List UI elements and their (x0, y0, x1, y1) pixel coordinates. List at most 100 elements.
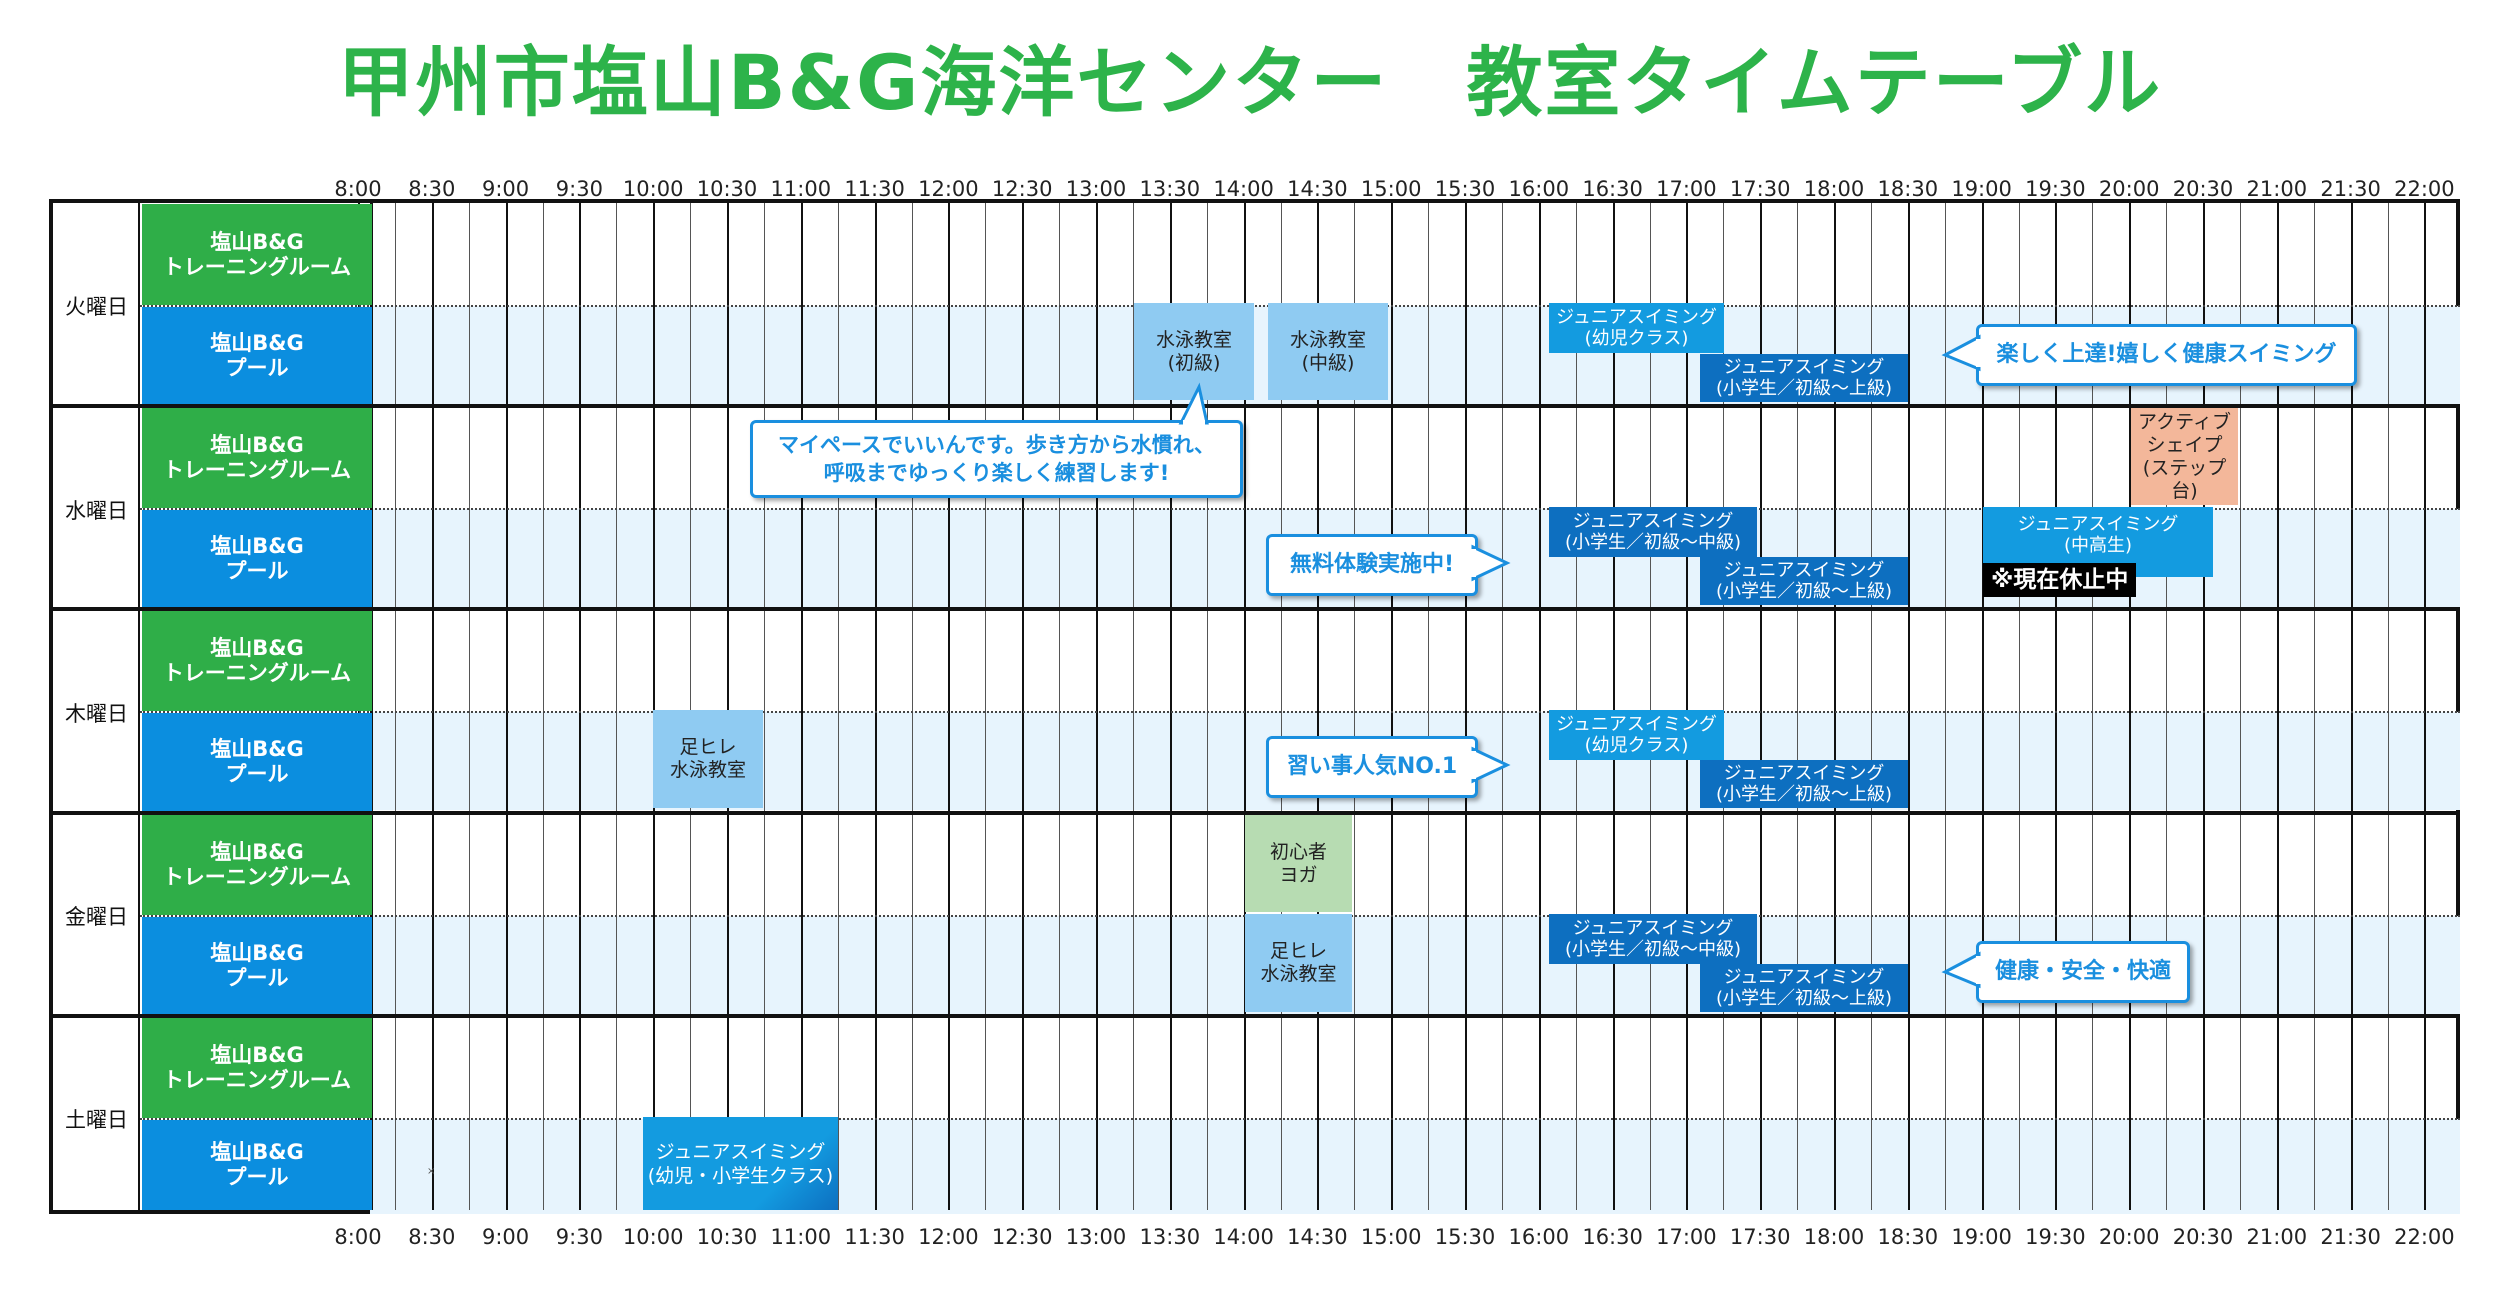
time-label: 12:30 (991, 1225, 1053, 1249)
time-label: 22:00 (2394, 1225, 2455, 1249)
day-separator (53, 1014, 2460, 1018)
class-block[interactable]: ジュニアスイミング(小学生／初級〜上級) (1700, 964, 1908, 1012)
time-label: 16:30 (1582, 177, 1643, 201)
grid-line-hour (874, 203, 877, 1210)
time-label: 16:30 (1582, 1225, 1643, 1249)
grid-line-hour (1096, 203, 1098, 1210)
grid-line-half (1649, 203, 1651, 1210)
callout-pointer (1941, 334, 1982, 372)
grid-line-hour (1022, 203, 1025, 1210)
class-block[interactable]: ジュニアスイミング(小学生／初級〜中級) (1549, 914, 1757, 964)
suspended-notice: ※現在休止中 (1983, 563, 2137, 597)
grid-line-hour (2055, 203, 2058, 1210)
day-label-tue: 火曜日 (65, 295, 128, 319)
time-label: 15:00 (1360, 1225, 1422, 1249)
grid-line-half (763, 203, 765, 1210)
row-divider (140, 508, 2460, 510)
time-label: 15:30 (1434, 177, 1496, 201)
callout-wed: 無料体験実施中! (1266, 534, 1511, 596)
grid-line-half (1280, 203, 1282, 1210)
class-block[interactable]: 足ヒレ水泳教室 (653, 710, 763, 808)
grid-line-half (985, 203, 987, 1210)
time-label: 17:00 (1656, 1225, 1717, 1249)
class-block[interactable]: ジュニアスイミング(小学生／初級〜中級) (1549, 507, 1757, 557)
day-label-sat: 土曜日 (65, 1108, 128, 1132)
grid-line-half (1797, 203, 1799, 1210)
time-label: 10:00 (622, 177, 684, 201)
grid-line-hour (1243, 203, 1246, 1210)
grid-line-half (1206, 203, 1208, 1210)
time-label: 13:30 (1139, 177, 1201, 201)
time-label: 22:00 (2394, 177, 2455, 201)
callout-pointer (1470, 746, 1511, 784)
class-block[interactable]: ジュニアスイミング(幼児クラス) (1549, 710, 1724, 760)
grid-line-half (2387, 203, 2389, 1210)
grid-line-half (911, 203, 913, 1210)
grid-line-half (1428, 203, 1430, 1210)
grid-line-half (394, 203, 396, 1210)
class-block[interactable]: ジュニアスイミング(小学生／初級〜上級) (1700, 760, 1908, 808)
grid-line-hour (2129, 203, 2132, 1210)
class-block[interactable]: 水泳教室(中級) (1268, 303, 1388, 400)
class-block[interactable]: ジュニアスイミング(小学生／初級〜上級) (1700, 354, 1908, 402)
day-label-fri: 金曜日 (65, 905, 128, 929)
callout-fri: 健康・安全・快適 (1941, 941, 2190, 1003)
time-label: 16:00 (1508, 1225, 1570, 1249)
time-label: 16:00 (1508, 177, 1570, 201)
class-block[interactable]: 足ヒレ水泳教室 (1245, 914, 1352, 1012)
time-label: 9:30 (555, 177, 603, 201)
grid-line-hour (2276, 203, 2279, 1210)
time-label: 8:00 (334, 177, 382, 201)
time-label: 21:30 (2320, 177, 2381, 201)
callout-pointer (1470, 544, 1511, 582)
time-label: 20:30 (2172, 177, 2234, 201)
class-block[interactable]: ジュニアスイミング(幼児クラス) (1549, 303, 1724, 353)
time-label: 11:00 (770, 177, 832, 201)
grid-line-hour (431, 203, 434, 1210)
day-separator (53, 607, 2460, 611)
class-block[interactable]: ジュニアスイミング(幼児・小学生クラス) (643, 1117, 838, 1210)
row-divider (140, 1118, 2460, 1120)
time-label: 12:00 (918, 177, 979, 201)
small-mark: × (427, 1166, 436, 1177)
grid-line-half (2166, 203, 2168, 1210)
callout-mypace: マイペースでいいんです。歩き方から水慣れ、 呼吸までゆっくり楽しく練習します! (750, 382, 1243, 498)
grid-line-hour (1169, 203, 1172, 1210)
row-divider (140, 711, 2460, 713)
time-label: 14:30 (1287, 177, 1348, 201)
grid-line-half (1501, 203, 1503, 1210)
class-block[interactable]: 水泳教室(初級) (1134, 303, 1254, 400)
time-label: 8:30 (408, 177, 456, 201)
class-block[interactable]: ジュニアスイミング(小学生／初級〜上級) (1700, 557, 1908, 605)
grid-line-hour (1981, 203, 1984, 1210)
grid-line-hour (1317, 203, 1320, 1210)
class-block[interactable]: 初心者ヨガ (1245, 815, 1352, 912)
time-label: 18:00 (1803, 177, 1865, 201)
time-label: 21:30 (2320, 1225, 2381, 1249)
day-label-thu: 木曜日 (65, 702, 128, 726)
grid-line-hour (1760, 203, 1763, 1210)
grid-line-hour (1612, 203, 1615, 1210)
grid-line-hour (1391, 203, 1394, 1210)
time-label: 13:30 (1139, 1225, 1201, 1249)
grid-line-half (2313, 203, 2315, 1210)
grid-line-half (1723, 203, 1725, 1210)
grid-line-half (1354, 203, 1356, 1210)
time-label: 12:30 (991, 177, 1053, 201)
time-label: 17:30 (1729, 1225, 1791, 1249)
time-label: 19:00 (1951, 177, 2012, 201)
page-title: 甲州市塩山B&G海洋センター 教室タイムテーブル (337, 38, 2163, 127)
grid-line-hour (948, 203, 951, 1210)
class-block[interactable]: アクティブシェイプ(ステップ台) (2131, 408, 2238, 505)
callout-tue: 楽しく上達!嬉しく健康スイミング (1941, 324, 2357, 386)
